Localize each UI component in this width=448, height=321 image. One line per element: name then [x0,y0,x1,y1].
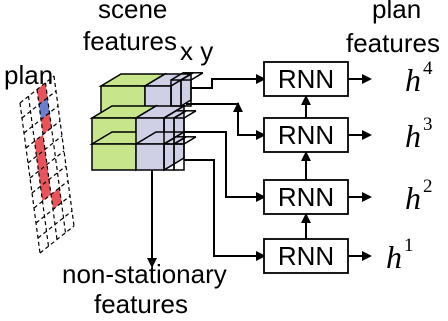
xy-axes-label: x y [180,36,213,66]
output-symbol: h [405,118,421,154]
scene-cube-lavender-front [135,143,165,171]
xy-wire-cube [173,110,187,119]
plan-cell-highlight [38,164,49,187]
xy-wire-cube [173,136,187,145]
plan-cell-highlight [41,112,52,135]
plan-grid-line [29,150,65,179]
xy-wire-cube [183,110,197,119]
plan-cell-highlight [36,149,47,172]
xy-wire-cube [163,110,177,119]
plan-grid-line [36,89,58,240]
plan-grid-line [19,75,55,104]
output-index: 3 [423,114,433,135]
plan-grid-line [35,195,71,224]
rnn-label: RNN [278,182,334,212]
rnn-label: RNN [278,120,334,150]
output-symbol: h [405,62,421,98]
plan-cell-marker [39,97,50,120]
plan-grid-line [19,102,41,254]
plan-grid-line [44,82,67,233]
plan-grid-line [21,90,57,119]
xy-wire-cube [180,72,194,81]
output-index: 1 [404,235,414,256]
plan-grid-line [53,75,75,227]
xy-wire-cube [170,72,184,81]
plan-grid [19,75,75,254]
non-stationary-label-line1: non-stationary [62,259,227,289]
xy-wire-cube [180,79,192,107]
rnn-box [263,61,349,97]
plan-grid-line [27,96,50,247]
plan-grid-line [39,225,75,254]
feature-link-h2 [184,131,266,202]
plan-cell-highlight [34,134,45,157]
scene-features-label-line2: features [83,26,177,56]
rnn-label: RNN [278,241,334,271]
scene-features-label-line1: scene [98,0,167,24]
plan-grid-line [27,135,63,164]
scene-features-cube [89,72,204,172]
non-stationary-label-line2: features [94,289,188,319]
connections [147,74,266,268]
xy-wire-cube [183,136,197,145]
feature-link-h1 [184,159,266,261]
xy-wire-cube [190,72,204,81]
plan-features-label-line1: plan [372,0,421,24]
plan-grid-line [25,120,61,149]
feature-link-h3 [186,103,266,140]
xy-wire-cube [173,143,185,171]
plan-grid-line [37,210,73,239]
output-symbol: h [405,180,421,216]
feature-link-h4 [191,74,266,89]
plan-features-label-line2: features [346,28,440,58]
scene-cube-green-front [91,143,137,171]
output-index: 4 [423,58,433,79]
plan-cell-highlight [51,187,62,210]
plan-grid-line [31,165,67,194]
output-index: 2 [423,176,433,197]
output-symbol: h [386,239,402,275]
plan-cell-highlight [37,82,48,105]
plan-cell-highlight [40,179,51,202]
xy-wire-cube [163,136,177,145]
plan-grid-line [23,105,59,134]
plan-grid-line [33,180,69,209]
rnn-label: RNN [278,64,334,94]
